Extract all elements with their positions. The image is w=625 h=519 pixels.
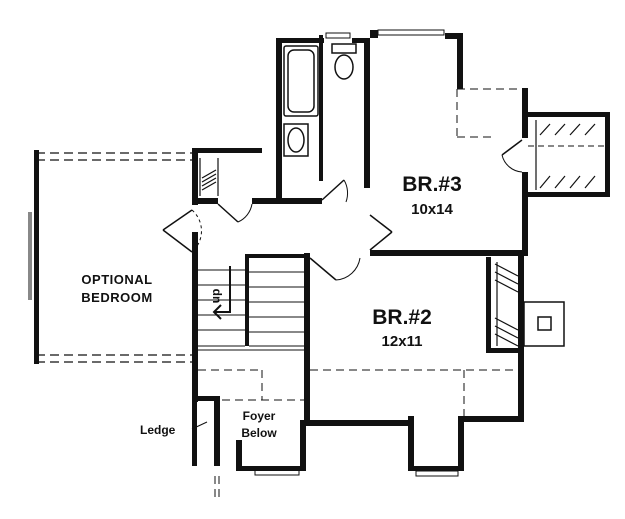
br2-name: BR.#2 [372, 306, 432, 329]
walls [192, 30, 610, 471]
windows [254, 29, 459, 477]
closet-shelving-hatching [199, 120, 596, 347]
foyer-label-line1: Foyer [243, 409, 276, 423]
bathtub-icon [283, 45, 319, 117]
br3-name: BR.#3 [402, 173, 462, 196]
optional-bedroom-label-line1: OPTIONAL [81, 272, 152, 287]
br3-size: 10x14 [411, 201, 453, 218]
door-swings [162, 139, 605, 281]
ledge-pointer-icon [191, 421, 208, 430]
optional-bedroom-window [28, 212, 32, 300]
dashed-outlines [198, 88, 524, 500]
stair-direction-label: dn [210, 289, 224, 304]
optional-bedroom-area [36, 152, 194, 363]
toilet-icon [331, 43, 357, 80]
sink-icon [283, 123, 309, 157]
optional-bedroom-end-wall [34, 150, 39, 364]
chimney-icon [523, 301, 565, 347]
ledge-label: Ledge [140, 423, 176, 437]
optional-bedroom-label-line2: BEDROOM [81, 290, 152, 305]
stair-down-arrow-icon [212, 266, 231, 320]
br2-size: 12x11 [382, 333, 423, 350]
staircase [198, 269, 304, 351]
foyer-label-line2: Below [241, 426, 277, 440]
